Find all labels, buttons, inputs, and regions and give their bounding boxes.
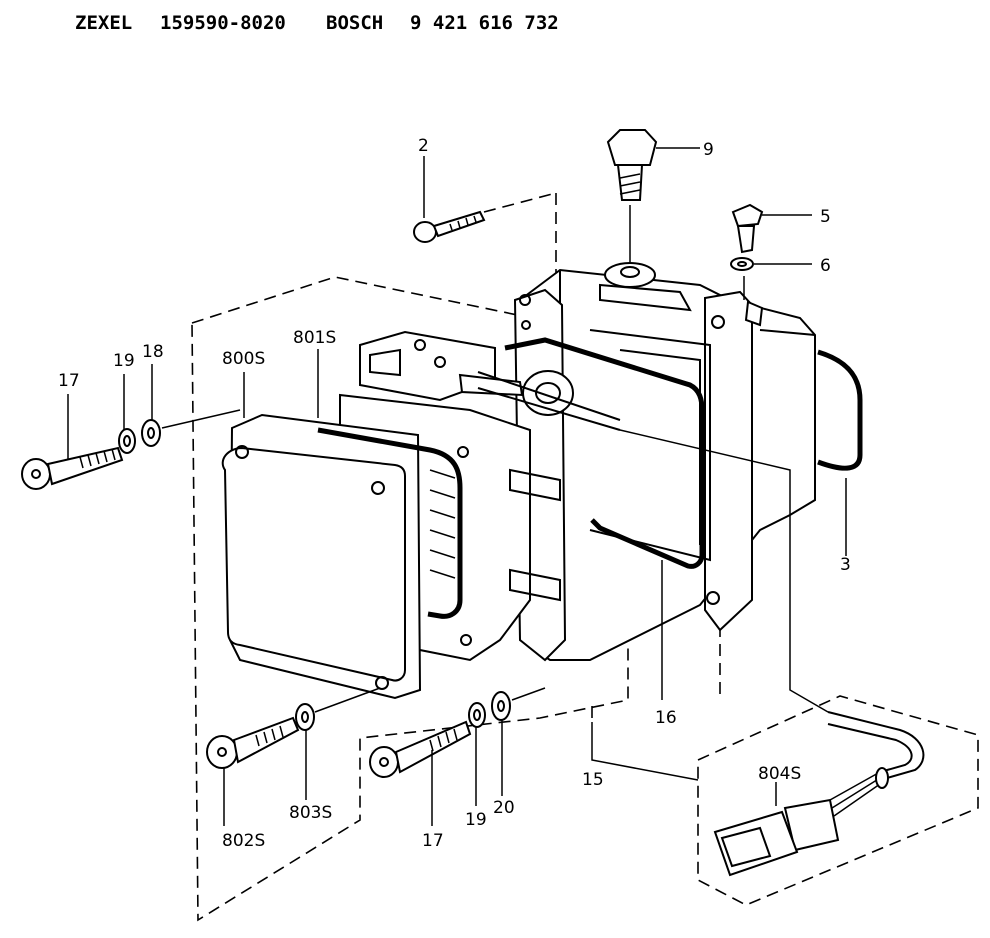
callout-804s: 804S: [758, 764, 801, 784]
callout-17-upper: 17: [58, 371, 80, 391]
callout-802s: 802S: [222, 831, 265, 851]
header-maker: BOSCH: [326, 12, 383, 34]
bolt-part-17-lower: [369, 720, 472, 778]
callout-leaders: [67, 147, 847, 826]
washer-part-19-lower: [468, 702, 486, 728]
washer-part-20: [491, 687, 546, 721]
gasket-part-16: [504, 337, 705, 569]
gasket-part-3: [817, 349, 863, 471]
callout-9: 9: [703, 140, 714, 160]
callout-19-upper: 19: [113, 351, 135, 371]
callout-19-lower: 19: [465, 810, 487, 830]
callout-803s: 803S: [289, 803, 332, 823]
washer-part-803s: [295, 687, 381, 731]
leader-line-rod: [619, 429, 829, 713]
cover-assembly-800s: [221, 330, 574, 700]
callout-15: 15: [582, 770, 604, 790]
header-brand: ZEXEL: [75, 12, 132, 34]
callout-800s: 800S: [222, 349, 265, 369]
connector-harness-804s: [713, 711, 925, 877]
callout-5: 5: [820, 207, 831, 227]
control-rod: [477, 371, 621, 431]
callout-18: 18: [142, 342, 164, 362]
washer-part-6: [730, 257, 764, 327]
callout-801s: 801S: [293, 328, 336, 348]
callout-6: 6: [820, 256, 831, 276]
callout-2: 2: [418, 136, 429, 156]
callout-16: 16: [655, 708, 677, 728]
bolt-part-802s: [206, 716, 300, 769]
header-bosch-number: 9 421 616 732: [410, 12, 559, 34]
screw-part-5: [731, 203, 764, 254]
bolt-part-2: [413, 210, 486, 243]
header-zexel-number: 159590-8020: [160, 12, 286, 34]
washer-part-19-upper: [118, 428, 136, 454]
washer-part-18: [141, 409, 241, 447]
callout-17-lower: 17: [422, 831, 444, 851]
callout-20: 20: [493, 798, 515, 818]
callout-3: 3: [840, 555, 851, 575]
banjo-bolt-part-9: [604, 129, 658, 288]
bolt-part-17-upper: [21, 446, 124, 490]
